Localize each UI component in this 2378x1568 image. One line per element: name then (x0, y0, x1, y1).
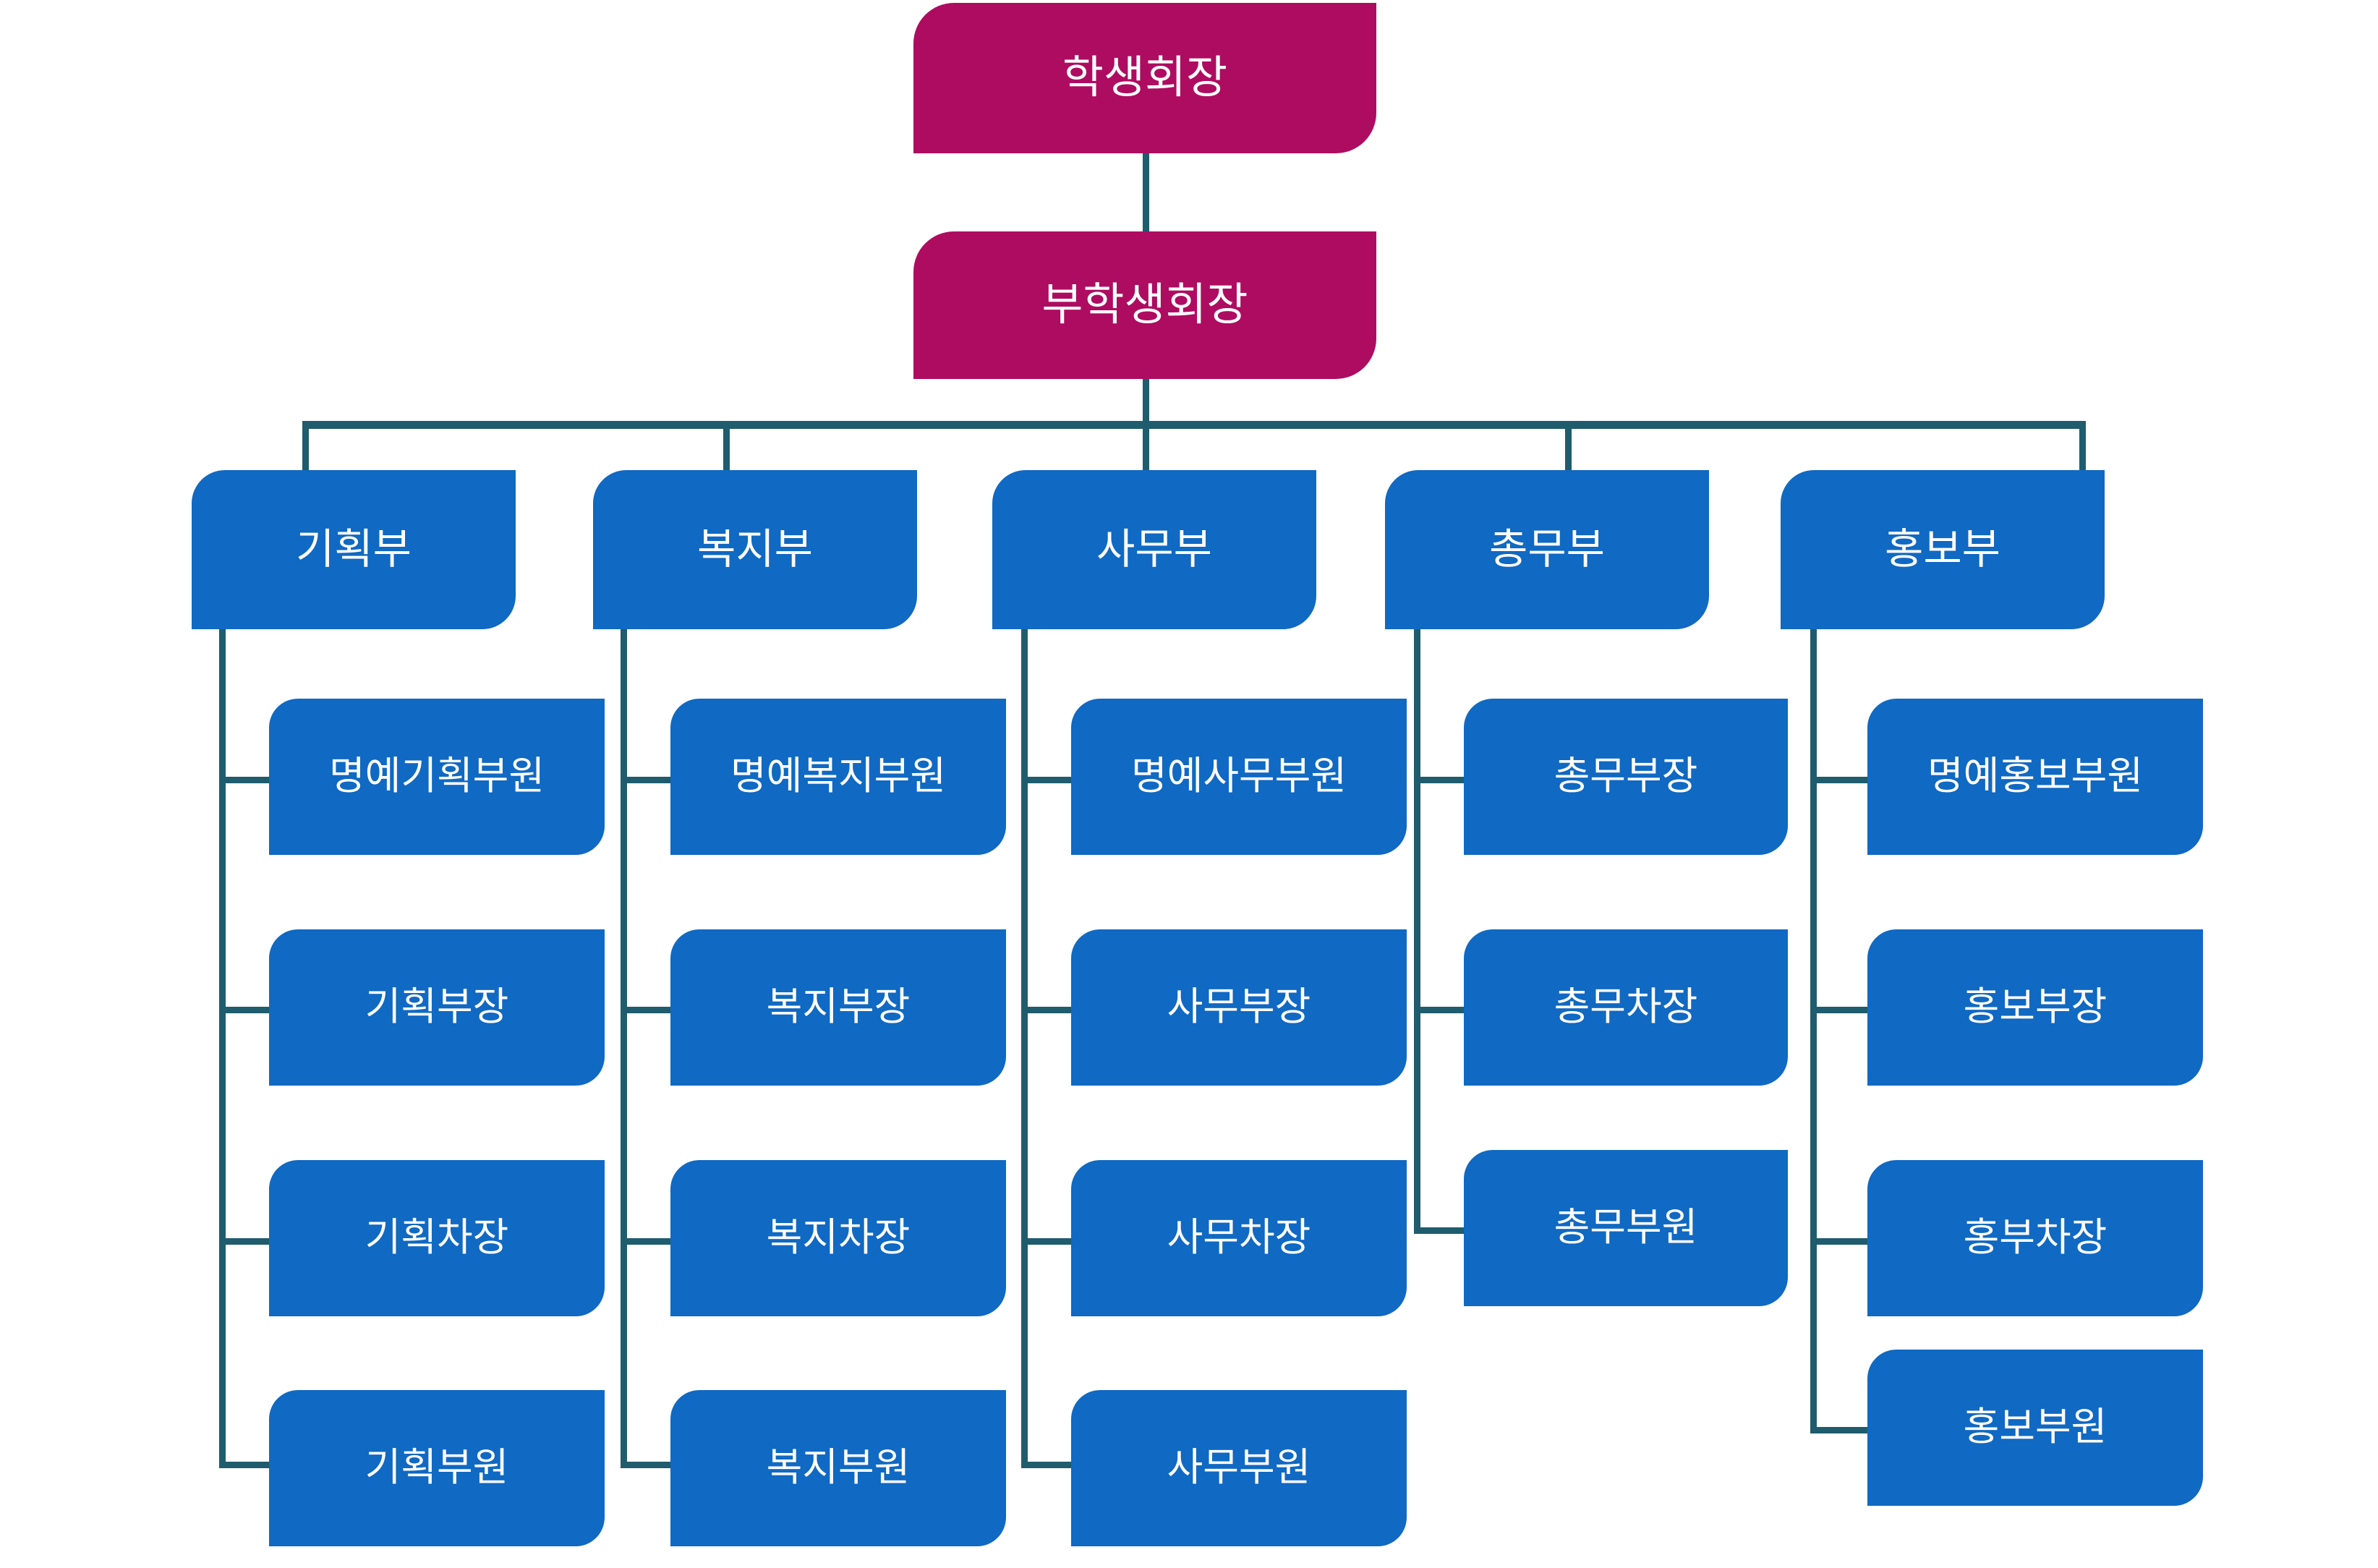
node-vice-president-label: 부학생회장 (1041, 279, 1248, 330)
node-affairs-head-label: 사무부장 (1167, 985, 1311, 1029)
node-publicity-member-label: 홍보부원 (1963, 1405, 2108, 1449)
node-department-publicity[interactable]: 홍보부 (1781, 470, 2105, 629)
node-publicity-honorary-member-label: 명예홍보부원 (1927, 754, 2144, 798)
connector-spine-publicity (1810, 628, 1817, 1433)
node-welfare-honorary-member-label: 명예복지부원 (730, 754, 947, 798)
connector-department-bus (302, 421, 2086, 429)
node-department-welfare-label: 복지부 (696, 526, 814, 574)
node-welfare-member-label: 복지부원 (766, 1446, 911, 1490)
node-planning-honorary-member-label: 명예기획부원 (328, 754, 545, 798)
connector-stub-affairs-1 (1021, 777, 1073, 783)
node-welfare-head[interactable]: 복지부장 (670, 929, 1006, 1086)
connector-stub-publicity-2 (1810, 1007, 1868, 1013)
node-affairs-member-label: 사무부원 (1167, 1446, 1311, 1490)
node-affairs-honorary-member[interactable]: 명예사무부원 (1071, 699, 1407, 855)
connector-spine-planning (219, 628, 226, 1468)
connector-stub-welfare-1 (621, 777, 673, 783)
node-department-general-label: 총무부 (1488, 526, 1606, 574)
node-welfare-head-label: 복지부장 (766, 985, 911, 1029)
connector-spine-affairs (1021, 628, 1028, 1468)
connector-vice-stem (1143, 378, 1149, 424)
node-publicity-member[interactable]: 홍보부원 (1867, 1350, 2203, 1506)
node-department-affairs-label: 사무부 (1096, 526, 1213, 574)
connector-stub-welfare-2 (621, 1007, 673, 1013)
connector-drop-planning (302, 421, 309, 472)
node-planning-member[interactable]: 기획부원 (269, 1390, 605, 1546)
node-general-deputy-label: 총무차장 (1554, 985, 1698, 1029)
node-department-publicity-label: 홍보부 (1884, 526, 2001, 574)
connector-stub-affairs-2 (1021, 1007, 1073, 1013)
node-planning-deputy-label: 기획차장 (365, 1216, 509, 1260)
node-general-head-label: 총무부장 (1554, 754, 1698, 798)
connector-spine-general (1414, 628, 1420, 1234)
node-publicity-deputy[interactable]: 홍부차장 (1867, 1160, 2203, 1316)
node-department-planning[interactable]: 기획부 (192, 470, 516, 629)
connector-stub-publicity-4 (1810, 1427, 1868, 1433)
node-welfare-member[interactable]: 복지부원 (670, 1390, 1006, 1546)
node-affairs-honorary-member-label: 명예사무부원 (1130, 754, 1347, 798)
node-department-planning-label: 기획부 (295, 526, 412, 574)
connector-stub-welfare-4 (621, 1462, 673, 1468)
node-welfare-honorary-member[interactable]: 명예복지부원 (670, 699, 1006, 855)
node-president[interactable]: 학생회장 (913, 3, 1376, 153)
node-affairs-member[interactable]: 사무부원 (1071, 1390, 1407, 1546)
node-welfare-deputy-label: 복지차장 (766, 1216, 911, 1260)
connector-stub-planning-3 (219, 1238, 271, 1245)
node-affairs-deputy-label: 사무차장 (1167, 1216, 1311, 1260)
connector-stub-planning-4 (219, 1462, 271, 1468)
node-publicity-head-label: 홍보부장 (1963, 985, 2108, 1029)
node-department-welfare[interactable]: 복지부 (593, 470, 917, 629)
node-president-label: 학생회장 (1062, 52, 1228, 103)
node-planning-honorary-member[interactable]: 명예기획부원 (269, 699, 605, 855)
node-affairs-head[interactable]: 사무부장 (1071, 929, 1407, 1086)
connector-drop-welfare (723, 421, 730, 472)
node-publicity-head[interactable]: 홍보부장 (1867, 929, 2203, 1086)
node-publicity-honorary-member[interactable]: 명예홍보부원 (1867, 699, 2203, 855)
node-welfare-deputy[interactable]: 복지차장 (670, 1160, 1006, 1316)
connector-stub-planning-2 (219, 1007, 271, 1013)
connector-president-to-vice (1143, 153, 1149, 231)
connector-stub-welfare-3 (621, 1238, 673, 1245)
connector-stub-planning-1 (219, 777, 271, 783)
node-planning-head-label: 기획부장 (365, 985, 509, 1029)
node-affairs-deputy[interactable]: 사무차장 (1071, 1160, 1407, 1316)
connector-stub-general-3 (1414, 1227, 1466, 1234)
connector-drop-general (1565, 421, 1572, 472)
connector-drop-publicity (2079, 421, 2086, 472)
connector-stub-general-1 (1414, 777, 1466, 783)
node-planning-member-label: 기획부원 (365, 1446, 509, 1490)
node-planning-head[interactable]: 기획부장 (269, 929, 605, 1086)
node-general-deputy[interactable]: 총무차장 (1464, 929, 1788, 1086)
connector-drop-affairs (1143, 421, 1149, 472)
node-general-head[interactable]: 총무부장 (1464, 699, 1788, 855)
connector-stub-affairs-4 (1021, 1462, 1073, 1468)
node-general-member-label: 총무부원 (1554, 1206, 1698, 1250)
node-department-general[interactable]: 총무부 (1385, 470, 1709, 629)
node-department-affairs[interactable]: 사무부 (992, 470, 1316, 629)
connector-stub-affairs-3 (1021, 1238, 1073, 1245)
connector-stub-general-2 (1414, 1007, 1466, 1013)
node-vice-president[interactable]: 부학생회장 (913, 231, 1376, 379)
connector-spine-welfare (621, 628, 627, 1468)
node-publicity-deputy-label: 홍부차장 (1963, 1216, 2108, 1260)
connector-stub-publicity-1 (1810, 777, 1868, 783)
node-planning-deputy[interactable]: 기획차장 (269, 1160, 605, 1316)
connector-stub-publicity-3 (1810, 1238, 1868, 1245)
node-general-member[interactable]: 총무부원 (1464, 1150, 1788, 1306)
